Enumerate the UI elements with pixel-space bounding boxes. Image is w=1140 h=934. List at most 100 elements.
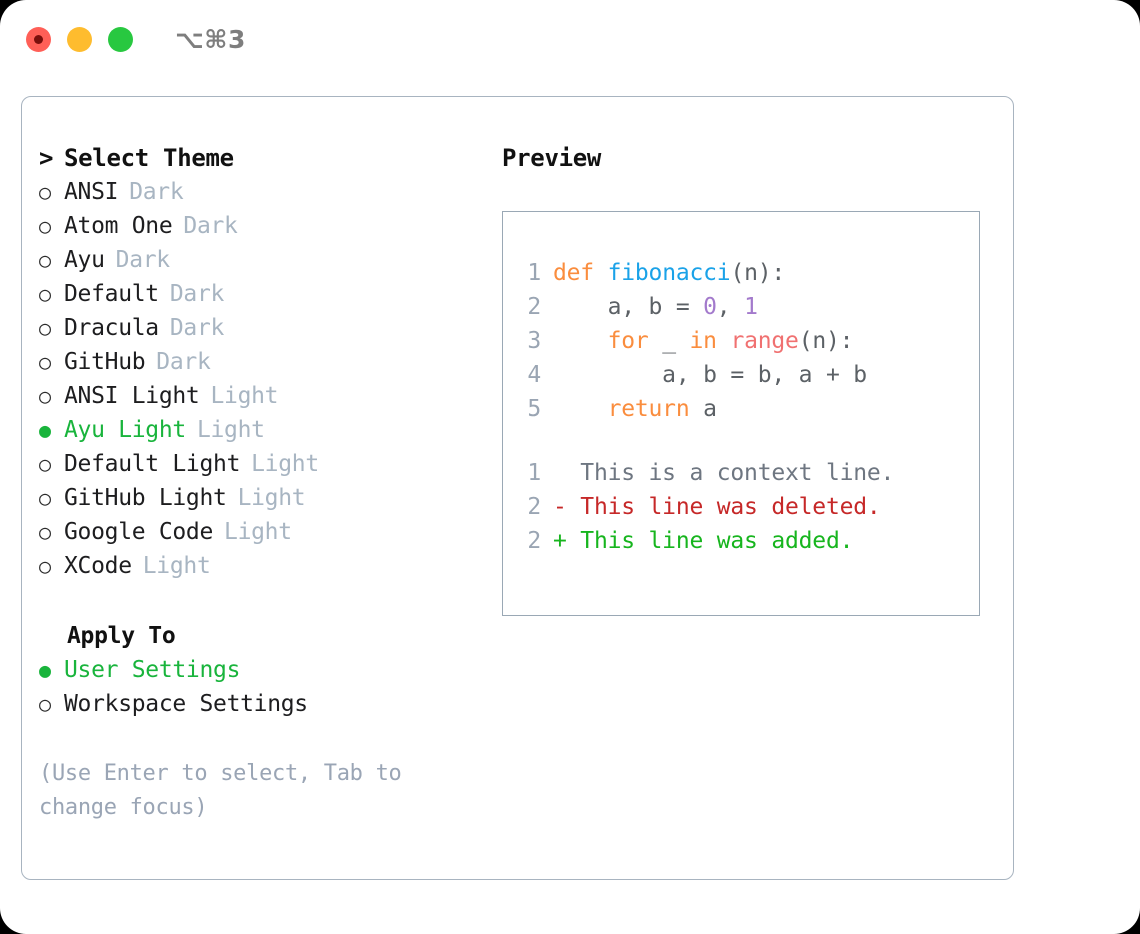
diff-text: This is a context line. [553, 460, 895, 486]
apply-to-option[interactable]: ○Workspace Settings [39, 687, 484, 721]
title-bar: ⌥⌘3 [0, 0, 1140, 78]
theme-option[interactable]: ○ ANSI Dark [39, 175, 484, 209]
code-text: a, b = 0, 1 [553, 290, 758, 324]
window-title-shortcut: ⌥⌘3 [175, 24, 246, 54]
code-token: a, b = b, a + b [553, 362, 867, 388]
caret-icon: > [39, 144, 54, 172]
theme-option[interactable]: ○ GitHub Dark [39, 345, 484, 379]
line-number: 2 [527, 294, 541, 320]
theme-variant-tag: Dark [183, 213, 238, 239]
code-line: 5 return a [521, 392, 979, 426]
theme-variant-tag: Dark [169, 315, 225, 341]
radio-selected-icon: ● [39, 658, 51, 682]
code-token [594, 260, 608, 286]
diff-line: 2 + This line was added. [521, 524, 979, 558]
code-line: 1 def fibonacci(n): [521, 256, 979, 290]
code-token: fibonacci [607, 260, 731, 286]
theme-option-label: Atom One [64, 213, 173, 239]
code-text: a, b = b, a + b [553, 358, 867, 392]
code-line: 3 for _ in range(n): [521, 324, 979, 358]
theme-option-label: Ayu Light [64, 417, 186, 443]
theme-variant-tag: Light [142, 553, 211, 579]
code-token: , [716, 294, 745, 320]
code-token: for [607, 328, 649, 354]
theme-option-label: Ayu [64, 247, 105, 273]
diff-text: - This line was deleted. [553, 494, 881, 520]
apply-to-heading: Apply To [67, 623, 176, 649]
line-number: 5 [527, 396, 541, 422]
maximize-button[interactable] [108, 26, 133, 52]
code-token: _ [648, 328, 690, 354]
theme-variant-tag: Light [224, 519, 292, 545]
radio-unselected-icon: ○ [39, 214, 51, 238]
theme-option-label: GitHub Light [64, 485, 227, 511]
traffic-lights [26, 26, 133, 52]
code-token: a [689, 396, 717, 422]
apply-to-option-label: Workspace Settings [64, 691, 308, 717]
preview-heading: Preview [502, 144, 602, 172]
line-number: 2 [527, 528, 541, 554]
theme-variant-tag: Dark [129, 179, 184, 205]
theme-option[interactable]: ○ Dracula Dark [39, 311, 484, 345]
theme-option[interactable]: ○ XCode Light [39, 549, 484, 583]
code-token [553, 328, 608, 354]
theme-variant-tag: Light [237, 485, 306, 511]
theme-variant-tag: Dark [115, 247, 171, 273]
radio-unselected-icon: ○ [39, 316, 51, 340]
diff-line: 2 - This line was deleted. [521, 490, 979, 524]
line-number: 4 [527, 362, 541, 388]
theme-option[interactable]: ○ Default Light Light [39, 447, 484, 481]
minimize-button[interactable] [67, 26, 92, 52]
diff-line: 1 This is a context line. [521, 456, 979, 490]
line-number: 1 [527, 260, 541, 286]
close-button[interactable] [26, 26, 51, 52]
theme-variant-tag: Light [251, 451, 319, 477]
line-number: 1 [527, 460, 541, 486]
theme-option-label: ANSI [64, 179, 119, 205]
code-line: 4 a, b = b, a + b [521, 358, 979, 392]
code-token: (n): [798, 328, 854, 354]
code-token: 1 [744, 294, 758, 320]
code-token: a, b = [553, 294, 704, 320]
theme-option-label: Google Code [64, 519, 214, 545]
theme-option-label: XCode [64, 553, 132, 579]
radio-unselected-icon: ○ [39, 554, 51, 578]
theme-option-label: Dracula [64, 315, 159, 341]
theme-option-label: ANSI Light [64, 383, 200, 409]
theme-option[interactable]: ○ Atom One Dark [39, 209, 484, 243]
code-token [553, 396, 608, 422]
code-token: (n): [730, 260, 786, 286]
theme-option-label: Default Light [64, 451, 241, 477]
theme-option-label: GitHub [64, 349, 146, 375]
theme-option-label: Default [64, 281, 159, 307]
theme-option[interactable]: ○ Google Code Light [39, 515, 484, 549]
diff-text: + This line was added. [553, 528, 854, 554]
radio-unselected-icon: ○ [39, 384, 51, 408]
apply-to-option[interactable]: ●User Settings [39, 653, 484, 687]
radio-unselected-icon: ○ [39, 520, 51, 544]
radio-unselected-icon: ○ [39, 452, 51, 476]
code-token: def [553, 260, 594, 286]
spacer [521, 426, 979, 456]
theme-variant-tag: Dark [156, 349, 211, 375]
keyboard-hint: (Use Enter to select, Tab to change focu… [39, 761, 415, 820]
code-text: return a [553, 392, 717, 426]
radio-unselected-icon: ○ [39, 180, 51, 204]
code-token: return [607, 396, 690, 422]
theme-variant-tag: Light [196, 417, 265, 443]
code-token [717, 328, 731, 354]
line-number: 2 [527, 494, 541, 520]
radio-unselected-icon: ○ [39, 350, 51, 374]
close-icon [34, 34, 43, 44]
